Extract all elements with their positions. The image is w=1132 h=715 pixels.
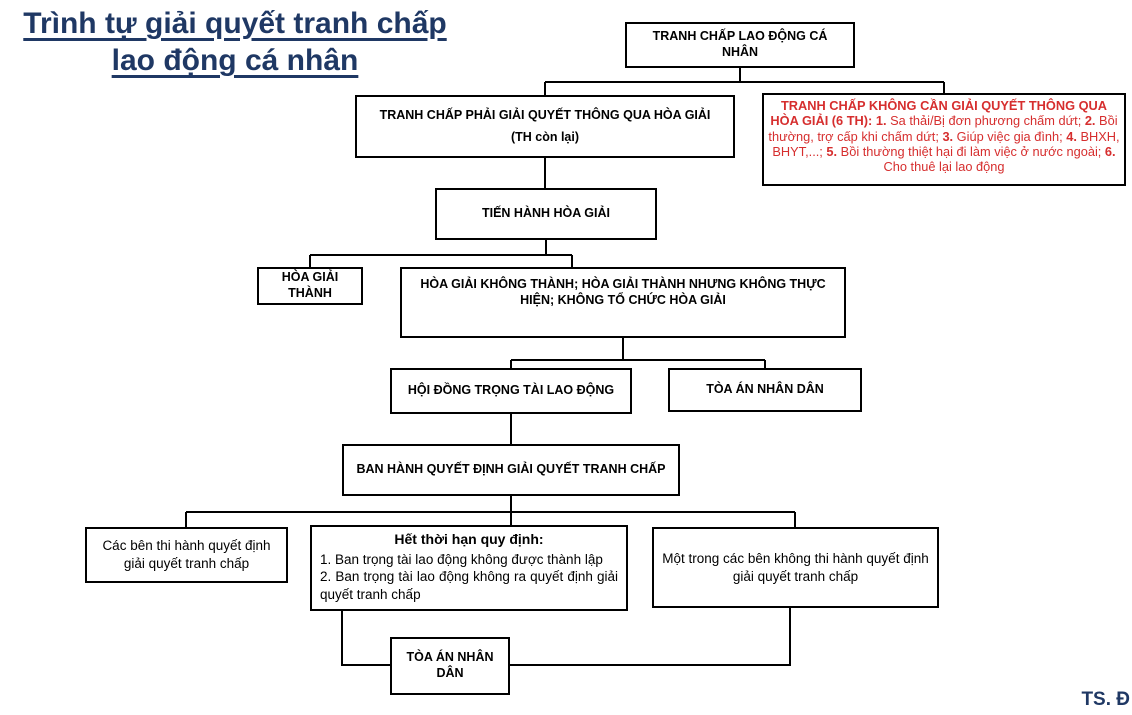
node-issue-decision: BAN HÀNH QUYẾT ĐỊNH GIẢI QUYẾT TRANH CHẤ…	[342, 444, 680, 496]
node-mediation-required-sublabel: (TH còn lại)	[510, 129, 580, 144]
node-issue-decision-label: BAN HÀNH QUYẾT ĐỊNH GIẢI QUYẾT TRANH CHẤ…	[356, 462, 666, 477]
node-peoples-court-upper-label: TÒA ÁN NHÂN DÂN	[706, 382, 824, 397]
node-mediation-failed-label: HÒA GIẢI KHÔNG THÀNH; HÒA GIẢI THÀNH NHƯ…	[420, 277, 826, 307]
node-mediation-success: HÒA GIẢI THÀNH	[257, 267, 363, 305]
node-deadline-expired: Hết thời hạn quy định: 1. Ban trọng tài …	[310, 525, 628, 611]
node-party-noncompliance: Một trong các bên không thi hành quyết đ…	[652, 527, 939, 608]
node-labor-arbitration-council: HỘI ĐỒNG TRỌNG TÀI LAO ĐỘNG	[390, 368, 632, 414]
node-mediation-failed: HÒA GIẢI KHÔNG THÀNH; HÒA GIẢI THÀNH NHƯ…	[400, 267, 846, 338]
node-conduct-mediation-label: TIẾN HÀNH HÒA GIẢI	[481, 206, 610, 221]
author-signature: TS. Đ	[1081, 689, 1130, 710]
node-parties-comply: Các bên thi hành quyết định giải quyết t…	[85, 527, 288, 583]
page-title: Trình tự giải quyết tranh chấp lao động …	[5, 6, 465, 80]
page-title-line2: lao động cá nhân	[111, 44, 359, 78]
node-peoples-court-lower: TÒA ÁN NHÂN DÂN	[390, 637, 510, 695]
page-title-line1: Trình tự giải quyết tranh chấp	[23, 7, 447, 40]
node-no-mediation-needed: TRANH CHẤP KHÔNG CẦN GIẢI QUYẾT THÔNG QU…	[762, 93, 1126, 186]
node-no-mediation-needed-text: TRANH CHẤP KHÔNG CẦN GIẢI QUYẾT THÔNG QU…	[768, 98, 1120, 175]
node-deadline-expired-item2: 2. Ban trọng tài lao động không ra quyết…	[320, 569, 618, 602]
node-mediation-success-label: HÒA GIẢI THÀNH	[281, 270, 339, 300]
node-peoples-court-lower-label: TÒA ÁN NHÂN DÂN	[406, 650, 494, 680]
node-mediation-required: TRANH CHẤP PHẢI GIẢI QUYẾT THÔNG QUA HÒA…	[355, 95, 735, 158]
node-labor-arbitration-council-label: HỘI ĐỒNG TRỌNG TÀI LAO ĐỘNG	[407, 383, 615, 398]
node-individual-labor-dispute: TRANH CHẤP LAO ĐỘNG CÁ NHÂN	[625, 22, 855, 68]
node-deadline-expired-title: Hết thời hạn quy định:	[394, 531, 544, 547]
node-conduct-mediation: TIẾN HÀNH HÒA GIẢI	[435, 188, 657, 240]
node-peoples-court-upper: TÒA ÁN NHÂN DÂN	[668, 368, 862, 412]
node-individual-labor-dispute-label: TRANH CHẤP LAO ĐỘNG CÁ NHÂN	[652, 29, 828, 59]
node-deadline-expired-item1: 1. Ban trọng tài lao động không được thà…	[320, 551, 603, 567]
node-mediation-required-label: TRANH CHẤP PHẢI GIẢI QUYẾT THÔNG QUA HÒA…	[379, 107, 711, 122]
node-party-noncompliance-label: Một trong các bên không thi hành quyết đ…	[662, 550, 929, 584]
node-parties-comply-label: Các bên thi hành quyết định giải quyết t…	[102, 538, 271, 571]
